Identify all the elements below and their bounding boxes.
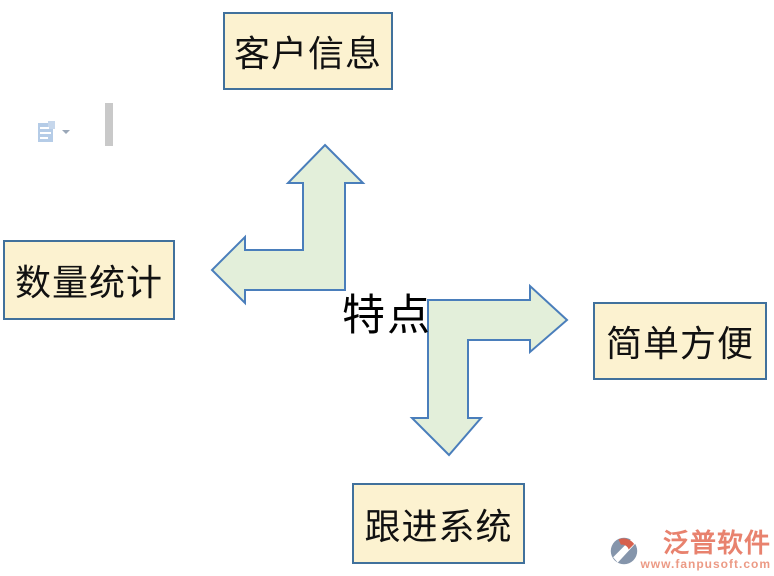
watermark: 泛普软件 www.fanpusoft.com [610, 531, 771, 571]
center-title[interactable]: 特点 [342, 291, 432, 341]
node-customer-info-label: 客户信息 [233, 34, 382, 75]
node-customer-info[interactable]: 客户信息 [223, 12, 393, 90]
watermark-url-text: www.fanpusoft.com [640, 557, 771, 571]
node-simple-convenient-label: 简单方便 [605, 324, 754, 365]
node-quantity-statistics[interactable]: 数量统计 [3, 240, 175, 320]
node-follow-up-system-label: 跟进系统 [364, 506, 513, 548]
node-follow-up-system[interactable]: 跟进系统 [352, 483, 525, 564]
watermark-brand-text: 泛普软件 [662, 529, 771, 559]
paste-options-button[interactable] [36, 120, 74, 148]
fanpu-logo-icon [611, 537, 638, 565]
node-simple-convenient[interactable]: 简单方便 [593, 302, 767, 380]
text-cursor-bar [105, 103, 113, 146]
bent-arrow-up-left[interactable] [210, 143, 366, 306]
bent-arrow-down-right[interactable] [409, 283, 569, 457]
paste-options-icon [38, 121, 55, 142]
node-quantity-statistics-label: 数量统计 [14, 263, 163, 304]
dropdown-arrow-icon [62, 130, 70, 134]
